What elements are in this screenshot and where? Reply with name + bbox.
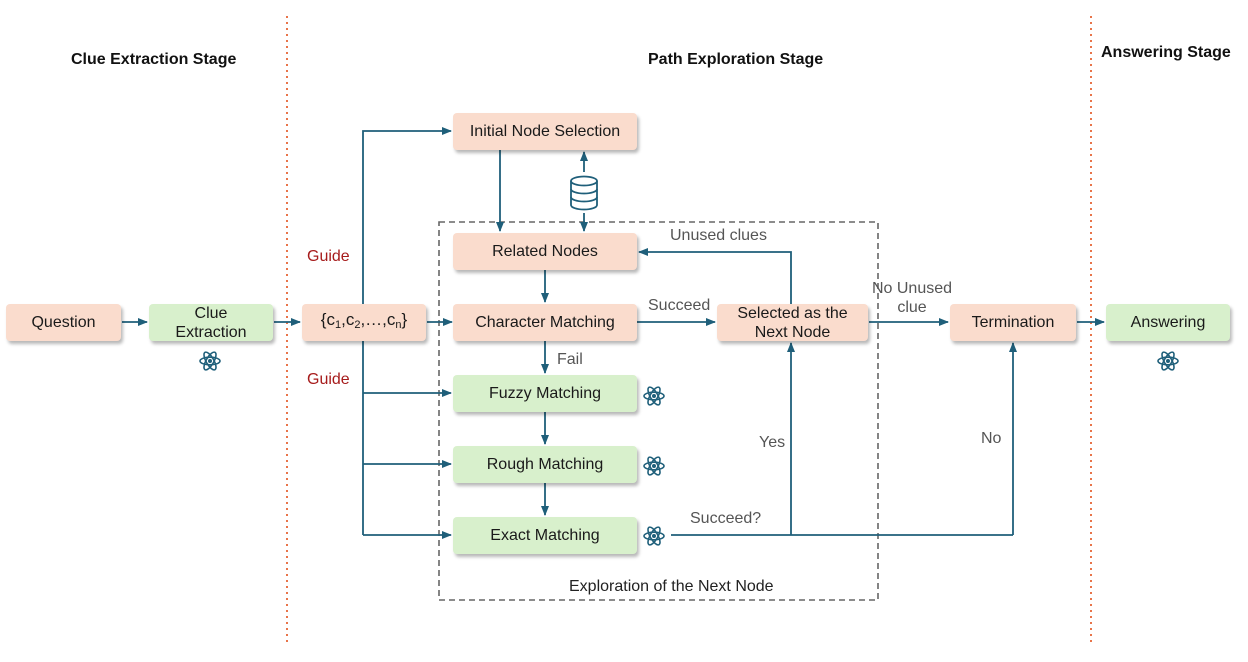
stage-title-answering: Answering Stage bbox=[1101, 44, 1231, 61]
stage-title-clue-extraction: Clue Extraction Stage bbox=[71, 51, 237, 68]
no-label: No bbox=[981, 430, 1002, 447]
arrows bbox=[122, 127, 1105, 539]
exact-matching-label: Exact Matching bbox=[490, 527, 600, 544]
initial-node-selection-box: Initial Node Selection bbox=[453, 113, 637, 150]
termination-box: Termination bbox=[950, 304, 1076, 341]
clue-set: {c1,c2,…,cn} bbox=[320, 310, 408, 331]
no-unused-clue-line1: No Unused bbox=[871, 280, 953, 297]
exploration-region-label: Exploration of the Next Node bbox=[569, 578, 774, 595]
fail-label: Fail bbox=[557, 351, 583, 368]
database-icon bbox=[570, 175, 598, 211]
rough-matching-box: Rough Matching bbox=[453, 446, 637, 483]
question-label: Question bbox=[31, 314, 96, 331]
fuzzy-matching-box: Fuzzy Matching bbox=[453, 375, 637, 412]
guide-label-top: Guide bbox=[307, 248, 350, 265]
exact-matching-box: Exact Matching bbox=[453, 517, 637, 554]
character-matching-box: Character Matching bbox=[453, 304, 637, 341]
selected-next-node-box: Selected as the Next Node bbox=[717, 304, 868, 341]
initial-node-selection-label: Initial Node Selection bbox=[469, 123, 621, 140]
selected-next-node-label-line1: Selected as the bbox=[737, 304, 848, 322]
atom-icon bbox=[643, 384, 665, 408]
question-box: Question bbox=[6, 304, 121, 341]
selected-next-node-label-line2: Next Node bbox=[754, 323, 831, 341]
arrow-unused-clues-loop bbox=[638, 248, 792, 304]
character-matching-label: Character Matching bbox=[475, 314, 615, 331]
no-unused-clue-label: No Unused clue bbox=[866, 279, 958, 317]
related-nodes-box: Related Nodes bbox=[453, 233, 637, 270]
exploration-region bbox=[438, 221, 879, 601]
guide-label-bottom: Guide bbox=[307, 371, 350, 388]
clue-extraction-label-line1: Clue bbox=[194, 304, 228, 322]
no-unused-clue-line2: clue bbox=[897, 299, 927, 316]
succeed-question-label: Succeed? bbox=[690, 510, 762, 527]
atom-icon bbox=[1157, 349, 1179, 373]
atom-icon bbox=[643, 524, 665, 548]
arrow-guide-to-initial bbox=[362, 127, 452, 305]
clue-set-box: {c1,c2,…,cn} bbox=[302, 304, 426, 341]
rough-matching-label: Rough Matching bbox=[486, 456, 604, 473]
succeed-label: Succeed bbox=[648, 297, 711, 314]
related-nodes-label: Related Nodes bbox=[492, 243, 598, 260]
answering-box: Answering bbox=[1106, 304, 1230, 341]
unused-clues-label: Unused clues bbox=[670, 227, 767, 244]
fuzzy-matching-label: Fuzzy Matching bbox=[488, 385, 602, 402]
stage-title-path-exploration: Path Exploration Stage bbox=[648, 51, 824, 68]
answering-label: Answering bbox=[1130, 314, 1206, 331]
clue-extraction-label-line2: Extraction bbox=[175, 323, 247, 341]
yes-label: Yes bbox=[759, 434, 786, 451]
termination-label: Termination bbox=[971, 314, 1055, 331]
atom-icon bbox=[199, 349, 221, 373]
atom-icon bbox=[643, 454, 665, 478]
clue-extraction-box: Clue Extraction bbox=[149, 304, 273, 341]
